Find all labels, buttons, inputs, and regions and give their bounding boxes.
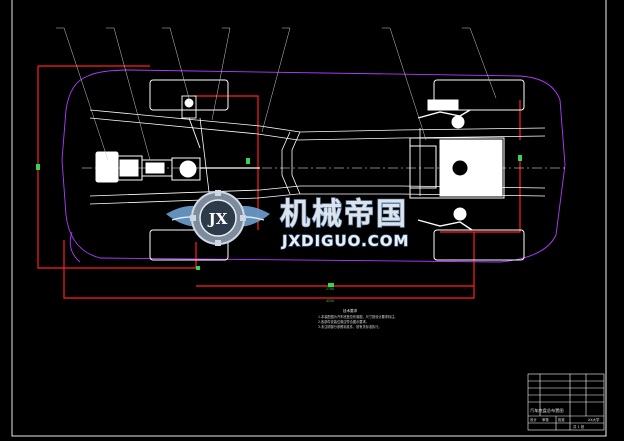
dim-wheelbase: 2700 [326, 287, 334, 291]
notes-line-1: 1.本装配图为汽车底盘总布置图，尺寸按设计要求标注。 [318, 314, 398, 319]
notes-title: 技术要求 [343, 308, 358, 313]
approve-label: 批准 [558, 417, 565, 422]
watermark-brand: 机械帝国 [280, 197, 408, 232]
watermark-logo: JX [166, 190, 270, 246]
logo-letters: JX [207, 210, 228, 228]
dimension-marks [36, 155, 522, 287]
rear-right-wheel [433, 229, 525, 261]
front-left-wheel [149, 79, 229, 111]
dim-overall: 4250 [326, 299, 334, 303]
front-right-wheel [149, 229, 229, 261]
rear-left-wheel [433, 79, 525, 111]
title-block [527, 373, 605, 431]
watermark-url: JXDIGUO.COM [281, 232, 409, 250]
school-name: XX大学 [588, 417, 600, 422]
leader-lines [56, 27, 497, 161]
steering [181, 95, 201, 149]
body-contour [61, 69, 566, 263]
rear-axle [409, 99, 505, 231]
drawing-title: 汽车底盘总布置图 [530, 407, 564, 414]
dimension-lines [37, 65, 521, 299]
powertrain [95, 151, 260, 183]
sheet-label: 共 1 张 [573, 424, 585, 429]
technical-notes: 技术要求 1.本装配图为汽车底盘总布置图，尺寸按设计要求标注。 2.各部件安装位… [318, 308, 398, 329]
notes-line-2: 2.各部件安装位置应符合图示要求。 [318, 319, 369, 324]
design-label: 设计 [530, 417, 537, 422]
wheels [149, 79, 525, 261]
drawing-frame [11, 0, 607, 437]
notes-line-3: 3.未注明部分参照标准件，按有关标准执行。 [318, 324, 382, 329]
check-label: 审核 [542, 417, 549, 422]
